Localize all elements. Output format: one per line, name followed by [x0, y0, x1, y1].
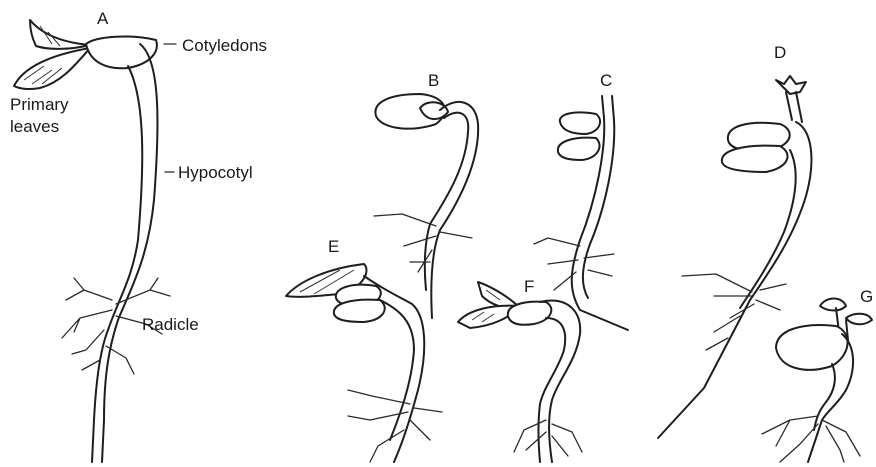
seedling-g-apex-right: [846, 314, 872, 325]
seedling-e: [286, 264, 442, 462]
seedling-g-stem-inner: [814, 364, 835, 430]
seedling-c: [534, 96, 628, 330]
seedling-d-apex: [776, 76, 806, 94]
seedling-f-cotyledon: [508, 302, 552, 325]
seedling-f-roots: [514, 420, 582, 456]
seedling-a-label: A: [97, 9, 109, 28]
seedling-a-primary-leaf-lower: [14, 48, 90, 89]
hypocotyl-label: Hypocotyl: [178, 163, 253, 182]
seedling-a-primary-leaf-upper: [30, 20, 90, 49]
seedling-b: [374, 94, 478, 318]
seedling-g-cotyledon: [776, 325, 848, 370]
seedling-a-hypocotyl-inner: [92, 66, 142, 462]
seedling-f-label: F: [524, 277, 534, 296]
seedling-g-apex: [820, 299, 846, 311]
seedling-b-label: B: [428, 71, 439, 90]
seedling-f-stem-inner: [539, 318, 566, 462]
seedling-g-label: G: [860, 287, 873, 306]
seedling-a: [14, 20, 170, 462]
seedling-d-roots: [682, 274, 786, 350]
primary-leaves-label-line1: Primary: [10, 95, 69, 114]
seedling-d-upper-stem: [786, 92, 802, 122]
seedling-a-hypocotyl: [102, 44, 157, 462]
seedling-e-cotyledon-lower: [334, 300, 385, 322]
cotyledons-label: Cotyledons: [182, 36, 267, 55]
seedling-d-cotyledon-lower: [722, 146, 788, 172]
seedling-f-stem: [540, 301, 580, 462]
seedling-c-leaf-lower: [558, 138, 600, 160]
seedling-d: [658, 76, 811, 438]
seedling-e-label: E: [328, 237, 339, 256]
radicle-label: Radicle: [142, 315, 199, 334]
seedling-b-roots: [374, 214, 472, 272]
seedling-c-label: C: [600, 71, 612, 90]
seedling-f-primary-leaf-upper: [478, 282, 520, 308]
primary-leaves-label-line2: leaves: [10, 117, 59, 136]
seedling-f: [458, 282, 582, 462]
seedling-g: [762, 299, 872, 463]
seedling-c-leaf-upper: [560, 112, 600, 134]
seedling-d-label: D: [774, 43, 786, 62]
seedling-d-stem-inner: [740, 150, 796, 308]
seedling-b-stem-inner: [425, 113, 468, 290]
